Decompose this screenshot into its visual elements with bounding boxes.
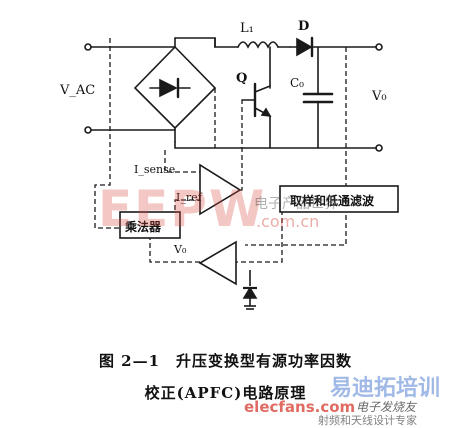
sample-to-amp bbox=[236, 210, 283, 263]
gate-drive-dashed bbox=[240, 100, 243, 191]
corner-brand-main: 易迪拓培训 bbox=[330, 376, 441, 401]
eepw-logo: EEPW bbox=[98, 180, 267, 238]
return-rail bbox=[174, 141, 377, 149]
eepw-url: .com.cn bbox=[256, 212, 320, 231]
elecfans-brand: 电子发烧友 bbox=[356, 400, 417, 414]
sample-filter-block bbox=[279, 185, 399, 213]
label-capacitor: C₀ bbox=[290, 76, 304, 90]
ac-terminal-bottom bbox=[84, 126, 92, 134]
label-vac: V_AC bbox=[60, 83, 96, 98]
current-comparator bbox=[199, 163, 242, 216]
vout-terminal-top bbox=[375, 43, 383, 51]
reference-zener bbox=[242, 270, 258, 310]
vout-sense-dashed bbox=[245, 47, 347, 246]
figure-caption-line2: 校正(APFC)电路原理 bbox=[144, 384, 307, 402]
ac-terminal-top bbox=[84, 43, 92, 51]
output-diode bbox=[289, 36, 377, 58]
vfb-line bbox=[149, 238, 200, 263]
label-inductor: L₁ bbox=[240, 21, 254, 36]
rail-top-left bbox=[214, 37, 239, 48]
switch-transistor bbox=[241, 46, 272, 149]
sample-filter-label: 取样和低通滤波 bbox=[290, 194, 375, 208]
vout-terminal-bottom bbox=[375, 144, 383, 152]
inductor-coil bbox=[237, 41, 279, 49]
bridge-rectifier bbox=[133, 37, 217, 143]
eepw-brand: 电子产品世界 bbox=[254, 196, 338, 212]
vin-sense-dashed bbox=[94, 38, 120, 229]
multiplier-label: 乘法器 bbox=[125, 220, 162, 234]
output-capacitor bbox=[302, 46, 334, 149]
label-diode: D bbox=[298, 19, 310, 34]
label-switch: Q bbox=[236, 71, 248, 86]
label-isense: I_sense bbox=[134, 163, 176, 176]
label-vfb: V₀ bbox=[174, 243, 187, 256]
label-iref: I_ref bbox=[176, 191, 202, 204]
label-vout: V₀ bbox=[372, 89, 387, 104]
elecfans-site: elecfans.com bbox=[244, 398, 356, 416]
corner-brand-sub: 射频和天线设计专家 bbox=[318, 414, 417, 427]
multiplier-block bbox=[119, 211, 181, 239]
figure-caption-line1: 图 2—1 升压变换型有源功率因数 bbox=[98, 352, 353, 370]
error-amplifier bbox=[198, 240, 237, 286]
iref-line bbox=[174, 199, 200, 210]
